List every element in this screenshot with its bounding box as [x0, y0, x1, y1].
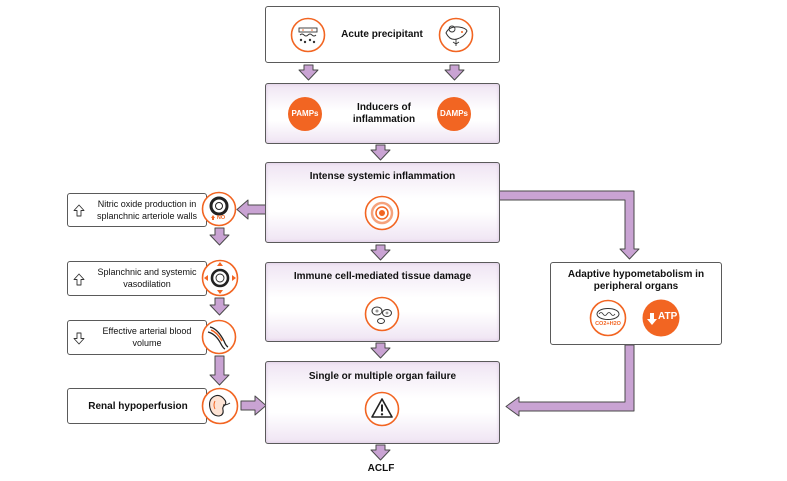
atp-label: ATP	[658, 311, 678, 322]
cells-icon	[364, 296, 400, 332]
damps-badge	[437, 97, 471, 131]
immune-damage-label: Immune cell-mediated tissue damage	[293, 271, 472, 282]
aclf-label: ACLF	[367, 463, 395, 474]
damps-label: DAMPs	[439, 109, 468, 118]
renal-box: Renal hypoperfusion	[67, 388, 207, 424]
arrow-immune-organ	[370, 342, 391, 359]
pamps-label: PAMPs	[291, 109, 319, 118]
nitric-oxide-label: Nitric oxide production in splanchnic ar…	[96, 199, 198, 221]
up-arrow-icon	[73, 273, 85, 286]
pamps-badge	[288, 97, 322, 131]
arrow-organ-aclf	[370, 444, 391, 461]
vasodilation-box: Splanchnic and systemic vasodilation	[67, 261, 207, 296]
mitochondria-icon	[589, 299, 627, 337]
arrow-renal-organ	[240, 395, 267, 416]
inducers-label: Inducers of inflammation	[352, 102, 416, 125]
arterial-volume-box: Effective arterial blood volume	[67, 320, 207, 355]
vessel-icon	[201, 319, 237, 355]
kidney-icon	[201, 387, 239, 425]
liver-icon	[438, 17, 474, 53]
arrow-intense-hypometabolism	[498, 190, 640, 260]
arrow-intense-immune	[370, 244, 391, 261]
warning-icon	[364, 391, 400, 427]
arrow-volume-renal	[209, 355, 230, 386]
target-icon	[364, 195, 400, 231]
up-arrow-icon	[73, 204, 85, 217]
no-label: NO	[216, 215, 226, 221]
co2-h2o-label: CO2+H2O	[595, 321, 621, 327]
inducers-box: PAMPs Inducers of inflammation DAMPs	[265, 83, 500, 144]
arteriole-icon	[201, 191, 237, 227]
intense-inflammation-label: Intense systemic inflammation	[309, 171, 456, 182]
nitric-oxide-box: Nitric oxide production in splanchnic ar…	[67, 193, 207, 227]
vasodilation-icon	[201, 259, 239, 297]
arrow-precipitant-right	[444, 64, 465, 81]
arrow-intense-nitric	[236, 199, 268, 220]
arrow-vasodilation-volume	[209, 297, 230, 316]
arrow-inducers-intense	[370, 144, 391, 161]
acute-precipitant-label: Acute precipitant	[341, 29, 423, 40]
arterial-volume-label: Effective arterial blood volume	[102, 326, 192, 348]
immune-damage-box: Immune cell-mediated tissue damage	[265, 262, 500, 342]
bacteria-icon	[290, 17, 326, 53]
intense-inflammation-box: Intense systemic inflammation	[265, 162, 500, 243]
down-arrow-icon	[73, 332, 85, 345]
organ-failure-label: Single or multiple organ failure	[308, 371, 457, 382]
atp-down-icon	[642, 299, 680, 337]
hypometabolism-label: Adaptive hypometabolism in peripheral or…	[567, 269, 705, 292]
renal-label: Renal hypoperfusion	[88, 401, 188, 412]
arrow-hypometabolism-organ	[505, 344, 635, 417]
vasodilation-label: Splanchnic and systemic vasodilation	[97, 267, 197, 289]
arrow-precipitant-left	[298, 64, 319, 81]
arrow-nitric-vasodilation	[209, 227, 230, 246]
acute-precipitant-box: Acute precipitant	[265, 6, 500, 63]
hypometabolism-box: Adaptive hypometabolism in peripheral or…	[550, 262, 722, 345]
organ-failure-box: Single or multiple organ failure	[265, 361, 500, 444]
